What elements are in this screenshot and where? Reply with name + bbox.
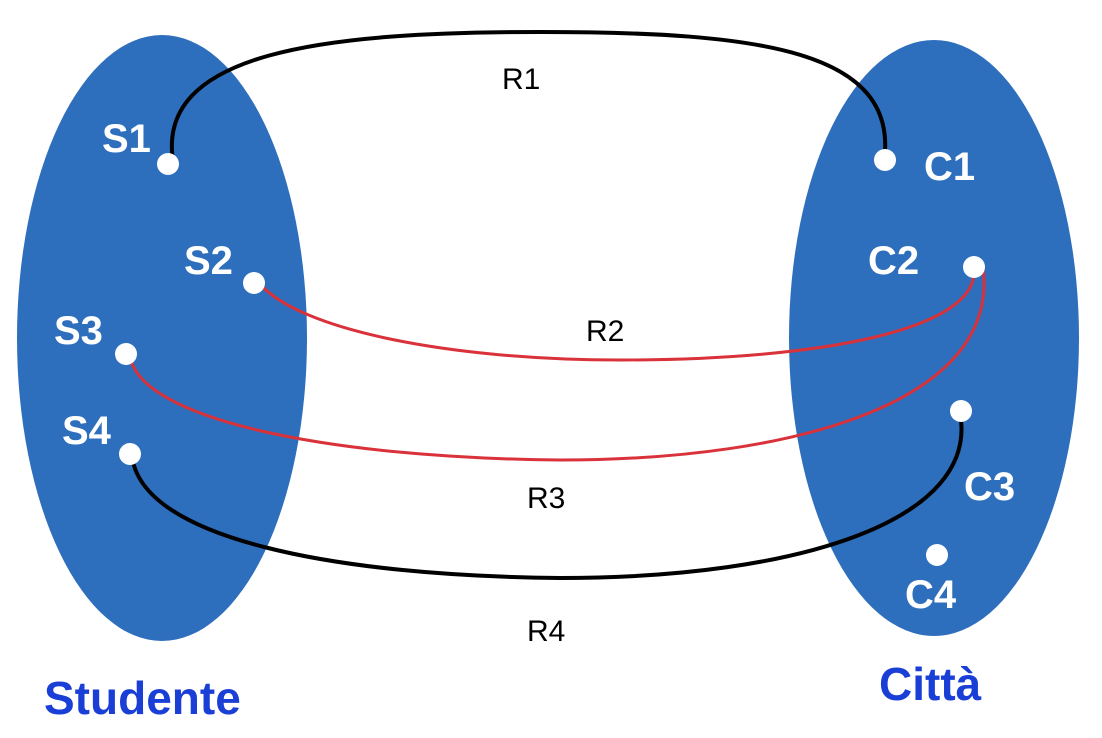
node-label-c2: C2: [868, 239, 919, 283]
node-s4-dot: [119, 443, 141, 465]
node-s2-dot: [243, 272, 265, 294]
relation-label-r4: R4: [527, 615, 565, 648]
node-c4-dot: [926, 544, 948, 566]
set-studente-ellipse: [17, 35, 307, 641]
relation-label-r1: R1: [502, 63, 540, 96]
set-title-studente: Studente: [44, 672, 241, 724]
node-c2-dot: [963, 256, 985, 278]
relation-r2-edge: [258, 267, 976, 362]
relation-label-r3: R3: [527, 482, 565, 515]
node-c1-dot: [874, 149, 896, 171]
node-c3-dot: [950, 400, 972, 422]
node-label-c1: C1: [924, 145, 975, 189]
node-s3-dot: [115, 343, 137, 365]
node-s1-dot: [157, 153, 179, 175]
set-title-citta: Città: [879, 658, 982, 710]
relation-r1-edge: [170, 29, 888, 167]
node-label-s3: S3: [54, 309, 103, 353]
node-label-c3: C3: [964, 465, 1015, 509]
node-label-s2: S2: [184, 239, 233, 283]
relation-label-r2: R2: [586, 315, 624, 348]
node-label-s1: S1: [102, 117, 151, 161]
node-label-c4: C4: [905, 573, 957, 617]
relation-r4-edge: [130, 412, 964, 581]
node-label-s4: S4: [62, 409, 112, 453]
set-citta-ellipse: [789, 40, 1079, 636]
relation-r3-edge: [128, 267, 986, 462]
